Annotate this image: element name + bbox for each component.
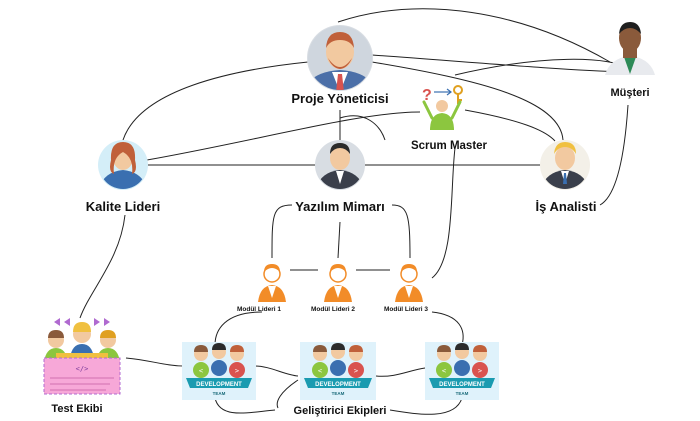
node-scrum-master[interactable]: ? Scrum Master — [411, 85, 488, 152]
link-yazilim-modul1 — [271, 204, 293, 259]
svg-text:>: > — [478, 367, 482, 375]
dev-team-1-icon: < > — [186, 343, 252, 388]
dev-team-1-badge-line1: DEVELOPMENT — [196, 382, 242, 388]
link-test-dev1 — [125, 357, 185, 367]
label-modul-lideri-1: Modül Lideri 1 — [237, 306, 281, 313]
link-pm-musteri-top — [337, 8, 611, 63]
label-kalite-lideri: Kalite Lideri — [86, 199, 160, 214]
test-team-icon: </> — [43, 318, 121, 395]
label-musteri: Müşteri — [610, 87, 649, 99]
svg-text:>: > — [235, 367, 239, 375]
dev-team-1[interactable]: < > DEVELOPMENT TEAM — [182, 342, 256, 400]
label-test-ekibi: Test Ekibi — [51, 403, 102, 415]
scrum-master-icon: ? — [422, 85, 463, 130]
link-scrum-analist — [464, 109, 556, 142]
label-proje-yoneticisi: Proje Yöneticisi — [291, 91, 388, 106]
link-dev1-bracket — [214, 397, 276, 414]
customer-avatar-icon — [605, 22, 655, 75]
link-pm-musteri — [371, 54, 626, 73]
node-modul-lideri-2[interactable]: Modül Lideri 2 — [311, 264, 355, 313]
link-dev2-bracket — [276, 379, 299, 409]
link-dev1-dev2 — [254, 365, 299, 377]
svg-text:>: > — [354, 367, 358, 375]
label-modul-lideri-2: Modül Lideri 2 — [311, 306, 355, 313]
node-musteri[interactable]: Müşteri — [605, 22, 655, 99]
label-modul-lideri-3: Modül Lideri 3 — [384, 306, 428, 313]
node-proje-yoneticisi[interactable]: Proje Yöneticisi — [291, 20, 389, 106]
link-kalite-test — [79, 214, 126, 319]
link-scrum-bracket — [339, 115, 386, 141]
dev-team-1-badge-line2: TEAM — [213, 391, 226, 396]
question-mark-icon: ? — [422, 87, 432, 104]
link-pm-analist — [371, 61, 564, 141]
link-modul3-dev3 — [431, 311, 464, 346]
link-musteri-analist — [599, 104, 629, 206]
label-gelistirici-ekipleri: Geliştirici Ekipleri — [294, 405, 387, 417]
dev-team-2-badge-line2: TEAM — [332, 391, 345, 396]
code-tag-icon: </> — [76, 365, 89, 373]
label-scrum-master: Scrum Master — [411, 140, 488, 152]
connections — [79, 8, 633, 415]
dev-team-2[interactable]: < > DEVELOPMENT TEAM — [300, 342, 376, 400]
link-dev2-dev3 — [375, 367, 426, 377]
key-icon — [453, 85, 463, 95]
module-lead-3-avatar-icon — [395, 264, 423, 302]
dev-team-3-badge-line2: TEAM — [456, 391, 469, 396]
link-pm-kalite — [122, 61, 309, 141]
label-is-analisti: İş Analisti — [536, 199, 597, 214]
manager-avatar-icon — [308, 26, 372, 90]
node-modul-lideri-1[interactable]: Modül Lideri 1 — [237, 264, 286, 313]
link-scrum-modul3 — [431, 147, 456, 279]
module-lead-1-avatar-icon — [258, 264, 286, 302]
dev-team-3-icon: < > — [429, 343, 495, 388]
svg-text:<: < — [199, 367, 203, 375]
link-dev3-bracket — [389, 397, 463, 415]
dev-team-2-badge-line1: DEVELOPMENT — [315, 382, 361, 388]
dev-team-3-badge-line1: DEVELOPMENT — [439, 382, 485, 388]
link-yazilim-modul2 — [337, 221, 341, 259]
dev-team-2-icon: < > — [304, 343, 372, 388]
node-yazilim-mimari[interactable]: Yazılım Mimarı — [295, 140, 385, 214]
node-kalite-lideri[interactable]: Kalite Lideri — [86, 140, 160, 214]
link-kalite-scrum — [146, 111, 421, 161]
link-yazilim-modul3 — [391, 204, 411, 259]
module-lead-2-avatar-icon — [324, 264, 352, 302]
dev-team-3[interactable]: < > DEVELOPMENT TEAM — [425, 342, 499, 400]
label-yazilim-mimari: Yazılım Mimarı — [295, 199, 385, 214]
svg-text:<: < — [318, 367, 322, 375]
node-test-ekibi[interactable]: </> Test Ekibi — [43, 318, 121, 415]
node-is-analisti[interactable]: İş Analisti — [536, 140, 597, 214]
link-modul1-dev1 — [214, 311, 263, 346]
svg-text:<: < — [442, 367, 446, 375]
node-modul-lideri-3[interactable]: Modül Lideri 3 — [384, 264, 428, 313]
